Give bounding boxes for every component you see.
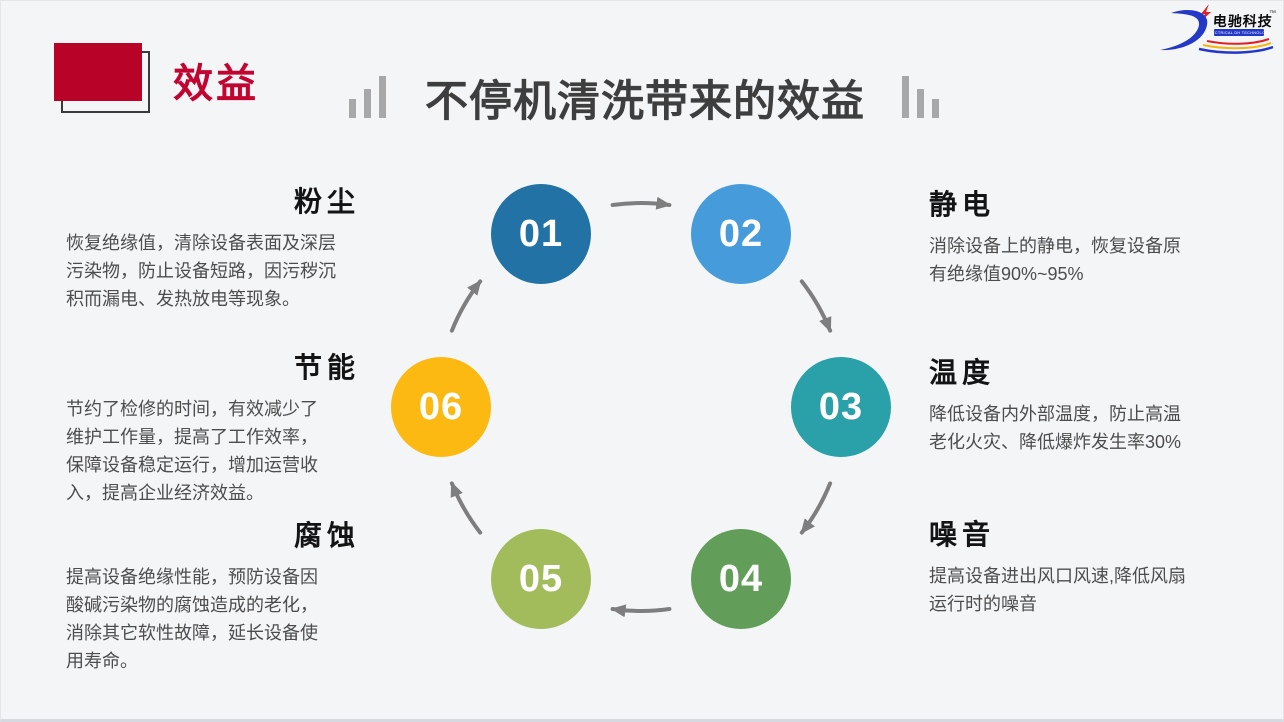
arrow-05-06-icon <box>449 481 483 535</box>
bars-descending-icon <box>902 76 939 118</box>
cycle-step-number: 02 <box>718 212 764 255</box>
benefit-title: 腐蚀 <box>293 520 360 551</box>
bar-tall <box>379 76 386 118</box>
logo-stripe-red <box>1206 38 1270 45</box>
corner-red-box <box>54 43 142 101</box>
arrow-06-01-icon <box>449 279 483 333</box>
logo-stripe-yellow <box>1202 42 1272 50</box>
corner-title: 效益 <box>173 62 259 106</box>
cycle-step-01: 01 <box>491 184 591 284</box>
lightning-icon <box>1199 4 1211 23</box>
cycle-step-number: 04 <box>718 557 764 600</box>
benefit-description: 消除设备上的静电，恢复设备原 有绝缘值90%~95% <box>929 236 1181 284</box>
arrow-02-03-icon <box>799 279 833 333</box>
arrow-03-04-icon <box>799 481 833 535</box>
logo-tagline-text: ELECTRICAL DH TECHNOLOGY <box>1207 31 1272 35</box>
cycle-step-number: 01 <box>518 212 564 255</box>
cycle-step-number: 03 <box>818 385 864 428</box>
benefit-description: 提高设备进出风口风速,降低风扇 运行时的噪音 <box>929 566 1186 614</box>
cycle-step-number: 06 <box>418 385 464 428</box>
benefit-description: 恢复绝缘值，清除设备表面及深层 污染物，防止设备短路，因污秽沉 积而漏电、发热放… <box>66 233 336 309</box>
benefit-static: 静电 消除设备上的静电，恢复设备原 有绝缘值90%~95% <box>929 183 1239 288</box>
bar-short <box>349 99 356 118</box>
benefit-title: 静电 <box>929 189 996 220</box>
cycle-step-04: 04 <box>691 529 791 629</box>
bar-medium <box>917 89 924 118</box>
arrow-04-05-icon <box>610 604 672 618</box>
cycle-step-02: 02 <box>691 184 791 284</box>
benefit-description: 提高设备绝缘性能，预防设备因 酸碱污染物的腐蚀造成的老化， 消除其它软性故障，延… <box>66 567 318 671</box>
bar-medium <box>364 89 371 118</box>
main-title: 不停机清洗带来的效益 <box>425 78 865 126</box>
benefit-title: 粉尘 <box>293 186 360 217</box>
company-logo: 电驰科技 ™ ELECTRICAL DH TECHNOLOGY <box>1157 4 1277 56</box>
benefit-noise: 噪音 提高设备进出风口风速,降低风扇 运行时的噪音 <box>929 513 1239 618</box>
benefit-description: 降低设备内外部温度，防止高温 老化火灾、降低爆炸发生率30% <box>929 404 1182 452</box>
benefit-temperature: 温度 降低设备内外部温度，防止高温 老化火灾、降低爆炸发生率30% <box>929 351 1239 456</box>
arrow-01-02-icon <box>610 196 672 210</box>
logo-swoosh-d <box>1160 10 1208 51</box>
benefit-title: 节能 <box>293 352 360 383</box>
benefit-title: 温度 <box>929 357 996 388</box>
logo-trademark: ™ <box>1269 10 1276 17</box>
logo-stripe-blue <box>1198 45 1274 54</box>
cycle-step-06: 06 <box>391 357 491 457</box>
benefit-description: 节约了检修的时间，有效减少了 维护工作量，提高了工作效率， 保障设备稳定运行，增… <box>66 399 318 503</box>
cycle-step-number: 05 <box>518 557 564 600</box>
cycle-step-03: 03 <box>791 357 891 457</box>
benefit-energy-saving: 节能 节约了检修的时间，有效减少了 维护工作量，提高了工作效率， 保障设备稳定运… <box>66 346 355 507</box>
benefit-dust: 粉尘 恢复绝缘值，清除设备表面及深层 污染物，防止设备短路，因污秽沉 积而漏电、… <box>66 180 355 313</box>
logo-tagline-bar <box>1214 29 1264 36</box>
benefit-title: 噪音 <box>929 519 996 550</box>
cycle-step-05: 05 <box>491 529 591 629</box>
logo-company-text: 电驰科技 <box>1212 13 1273 29</box>
bar-tall <box>902 76 909 118</box>
benefit-corrosion: 腐蚀 提高设备绝缘性能，预防设备因 酸碱污染物的腐蚀造成的老化， 消除其它软性故… <box>66 514 355 675</box>
bars-ascending-icon <box>349 76 386 118</box>
bar-short <box>932 99 939 118</box>
